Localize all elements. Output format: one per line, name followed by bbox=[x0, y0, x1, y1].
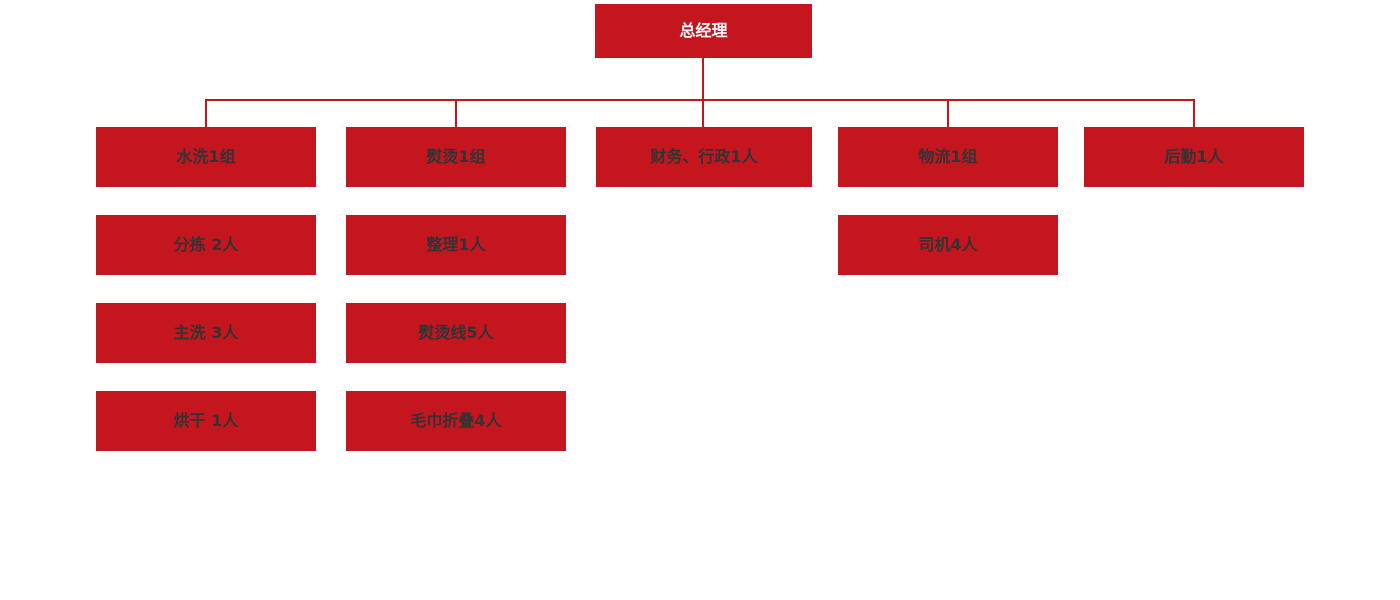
org-node-branch-4-child-1: 司机4人 bbox=[838, 215, 1058, 275]
org-node-root: 总经理 bbox=[595, 4, 812, 58]
connector-stub-branch-1 bbox=[205, 99, 207, 127]
connector-horizontal-bar bbox=[205, 99, 1195, 101]
org-node-branch-2-child-2: 熨烫线5人 bbox=[346, 303, 566, 363]
connector-stub-branch-4 bbox=[947, 99, 949, 127]
org-node-branch-2-child-3: 毛巾折叠4人 bbox=[346, 391, 566, 451]
org-node-branch-1-child-1: 分拣 2人 bbox=[96, 215, 316, 275]
org-node-branch-1-child-2: 主洗 3人 bbox=[96, 303, 316, 363]
connector-root-drop bbox=[702, 58, 704, 127]
org-node-branch-1-child-3: 烘干 1人 bbox=[96, 391, 316, 451]
org-node-branch-2-child-1: 整理1人 bbox=[346, 215, 566, 275]
org-node-branch-4: 物流1组 bbox=[838, 127, 1058, 187]
connector-stub-branch-5 bbox=[1193, 99, 1195, 127]
org-node-branch-3: 财务、行政1人 bbox=[596, 127, 812, 187]
org-node-branch-5: 后勤1人 bbox=[1084, 127, 1304, 187]
org-node-branch-2: 熨烫1组 bbox=[346, 127, 566, 187]
connector-stub-branch-2 bbox=[455, 99, 457, 127]
org-node-branch-1: 水洗1组 bbox=[96, 127, 316, 187]
